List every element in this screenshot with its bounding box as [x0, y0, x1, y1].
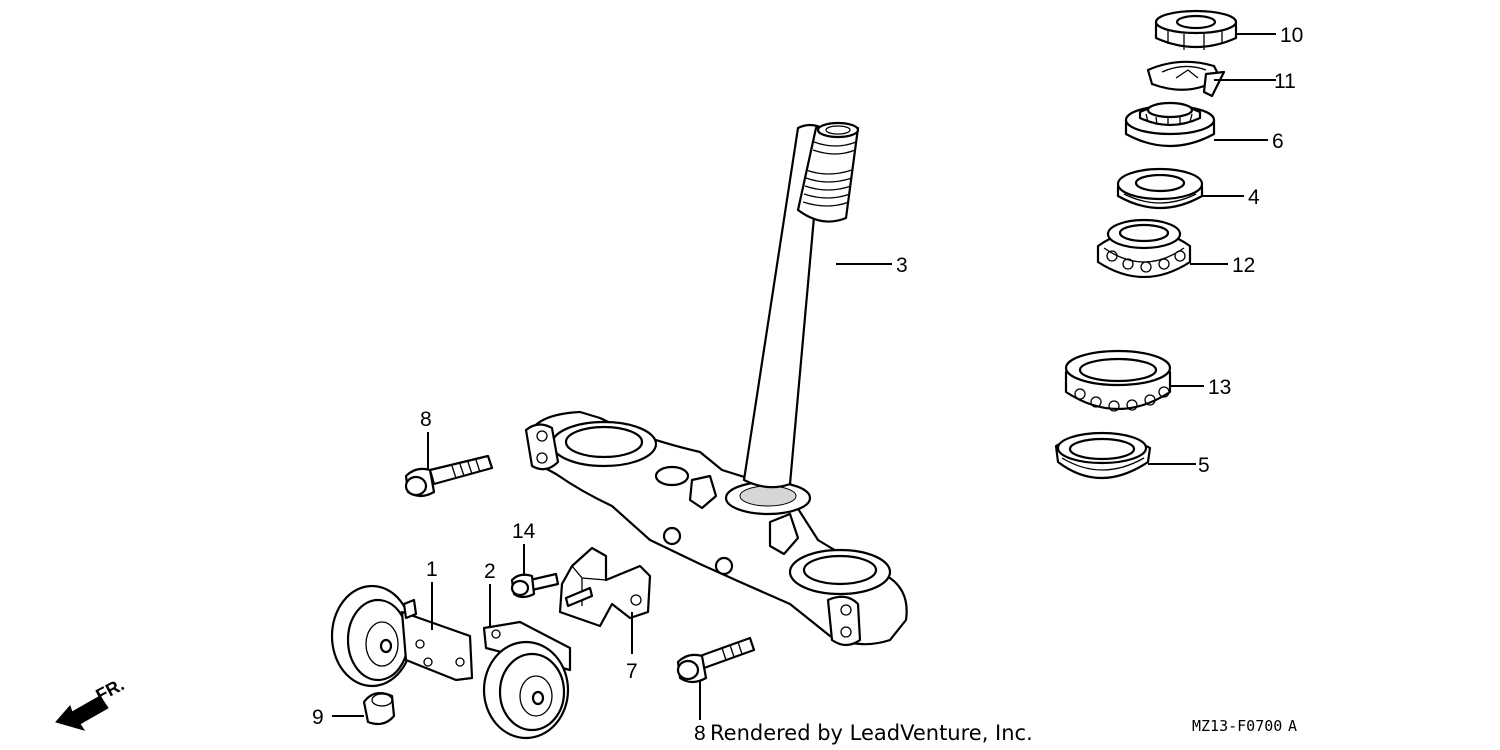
leader-lines [332, 33, 1276, 720]
diagram-suffix: A [1288, 717, 1297, 735]
callout-8-lower: 8 [694, 722, 706, 745]
part-14-bolt[interactable] [510, 572, 560, 599]
part-11-lock-washer[interactable] [1146, 60, 1226, 98]
callout-1: 1 [426, 558, 438, 581]
part-7-bracket[interactable] [558, 546, 652, 628]
callout-14: 14 [512, 520, 536, 543]
callout-8-upper: 8 [420, 408, 432, 431]
callout-12: 12 [1232, 254, 1255, 277]
callout-6: 6 [1272, 130, 1284, 153]
part-13-ball-bearing[interactable] [1064, 349, 1172, 412]
front-arrow-icon [55, 695, 109, 731]
front-direction-indicator: FR. [55, 674, 127, 731]
part-2-horn[interactable] [482, 620, 572, 740]
callout-13: 13 [1208, 376, 1231, 399]
render-credit: Rendered by LeadVenture, Inc. [710, 721, 1033, 745]
callout-10: 10 [1280, 24, 1303, 47]
part-8-flange-bolt-upper[interactable] [404, 454, 494, 498]
callout-11: 11 [1274, 70, 1296, 93]
callout-labels: 10 11 6 4 12 3 13 5 8 14 1 2 7 9 8 [312, 24, 1303, 745]
part-6-adjusting-nut[interactable] [1124, 101, 1216, 148]
part-1-horn[interactable] [330, 584, 474, 688]
callout-7: 7 [626, 660, 638, 683]
callout-9: 9 [312, 706, 324, 729]
callout-2: 2 [484, 560, 496, 583]
part-9-cap-nut[interactable] [362, 691, 396, 726]
diagram-code: MZ13-F0700 [1192, 717, 1282, 735]
part-5-dust-seal[interactable] [1054, 431, 1152, 479]
part-4-inner-race[interactable] [1116, 167, 1204, 210]
part-10-lock-nut[interactable] [1154, 9, 1238, 50]
callout-3: 3 [896, 254, 908, 277]
callout-4: 4 [1248, 186, 1260, 209]
callout-5: 5 [1198, 454, 1210, 477]
part-12-ball-bearing[interactable] [1096, 218, 1192, 278]
part-8-flange-bolt-lower[interactable] [676, 636, 756, 684]
part-3-steering-stem[interactable] [524, 121, 908, 647]
